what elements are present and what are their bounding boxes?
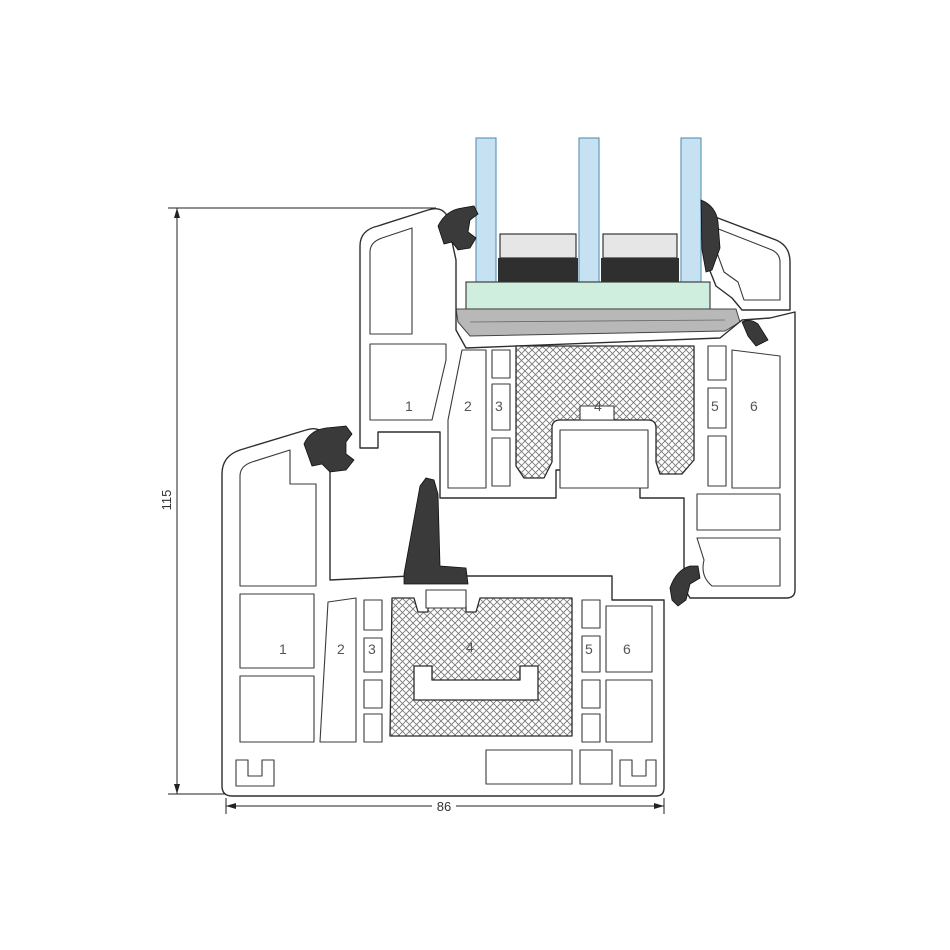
sash-chamber-2 bbox=[447, 349, 487, 489]
frame-chamber-5c bbox=[581, 679, 601, 709]
frame-chamber-3b bbox=[363, 637, 383, 673]
frame-foot-left bbox=[235, 759, 275, 787]
frame-chamber-3c bbox=[363, 679, 383, 709]
sash-chamber-label-5: 5 bbox=[711, 398, 719, 414]
inner-glass-gasket-icon bbox=[700, 199, 721, 273]
frame-chamber-5a bbox=[581, 599, 601, 629]
height-dimension: 115 bbox=[159, 207, 436, 795]
sealant-right bbox=[601, 258, 679, 282]
frame-chamber-top bbox=[239, 449, 317, 587]
glazing-unit bbox=[455, 137, 741, 337]
sash-chamber-1 bbox=[369, 343, 447, 421]
bead-chamber bbox=[715, 227, 781, 301]
frame-chamber-bottom-right bbox=[579, 749, 613, 785]
sash-chamber-label-3: 3 bbox=[495, 398, 503, 414]
hardware-groove bbox=[559, 429, 649, 489]
reinforcement-clip bbox=[579, 405, 615, 421]
frame-chamber-label-1: 1 bbox=[279, 641, 287, 657]
sash-chamber-right-mid bbox=[696, 493, 781, 531]
center-gasket-icon bbox=[403, 477, 469, 585]
sealant-left bbox=[498, 258, 578, 282]
sash-chamber-right-low bbox=[696, 537, 781, 587]
frame-foot-right bbox=[619, 759, 657, 787]
sash-chamber-5b bbox=[707, 387, 727, 429]
frame-chamber-1b bbox=[239, 675, 315, 743]
spacer-bar-left bbox=[499, 233, 577, 259]
frame-hardware-slot bbox=[425, 589, 467, 609]
glass-pane-middle bbox=[578, 137, 600, 283]
sash-chamber-3b bbox=[491, 383, 511, 431]
sash-profile bbox=[359, 207, 796, 599]
sash-chamber-label-2: 2 bbox=[464, 398, 472, 414]
frame-chamber-2 bbox=[319, 597, 357, 743]
frame-chamber-3d bbox=[363, 713, 383, 743]
frame-chamber-label-2: 2 bbox=[337, 641, 345, 657]
glass-pane-inner bbox=[680, 137, 702, 283]
outer-top-gasket-icon bbox=[437, 205, 479, 251]
frame-chamber-label-3: 3 bbox=[368, 641, 376, 657]
gaskets bbox=[303, 199, 769, 607]
glazing-bead-base bbox=[465, 281, 711, 310]
sash-chamber-label-4: 4 bbox=[594, 398, 602, 414]
sash-chamber-label-1: 1 bbox=[405, 398, 413, 414]
frame-chamber-label-5: 5 bbox=[585, 641, 593, 657]
frame-chamber-5b bbox=[581, 635, 601, 673]
frame-chamber-1 bbox=[239, 593, 315, 669]
width-dimension: 86 bbox=[225, 798, 665, 814]
sash-chamber-5a bbox=[707, 345, 727, 381]
sash-chamber-6 bbox=[731, 349, 781, 489]
sash-chamber-label-6: 6 bbox=[750, 398, 758, 414]
frame-chamber-5d bbox=[581, 713, 601, 743]
frame-reinforcement bbox=[389, 597, 573, 737]
frame-chamber-6 bbox=[605, 605, 653, 673]
glazing-block bbox=[455, 308, 741, 337]
sash-chamber-3c bbox=[491, 437, 511, 487]
frame-chamber-label-4: 4 bbox=[466, 639, 474, 655]
sash-chamber-1-top bbox=[369, 227, 413, 335]
frame-chamber-bottom-mid bbox=[485, 749, 573, 785]
sash-chamber-5c bbox=[707, 435, 727, 487]
sash-chamber-3a bbox=[491, 349, 511, 379]
outer-frame-gasket-icon bbox=[303, 425, 355, 473]
frame-chamber-labels: 1 2 3 4 5 6 bbox=[279, 639, 631, 657]
sash-rebate-gasket-icon bbox=[741, 320, 769, 347]
glass-pane-outer bbox=[475, 137, 497, 283]
frame-chamber-label-6: 6 bbox=[623, 641, 631, 657]
frame-chamber-3a bbox=[363, 599, 383, 631]
spacer-bar-right bbox=[602, 233, 678, 259]
frame-profile bbox=[221, 427, 665, 797]
height-dimension-label: 115 bbox=[159, 490, 174, 511]
width-dimension-label: 86 bbox=[437, 799, 451, 814]
frame-chamber-6b bbox=[605, 679, 653, 743]
sash-chamber-labels: 1 2 3 4 5 6 bbox=[405, 398, 758, 414]
inner-frame-gasket-icon bbox=[669, 565, 701, 607]
